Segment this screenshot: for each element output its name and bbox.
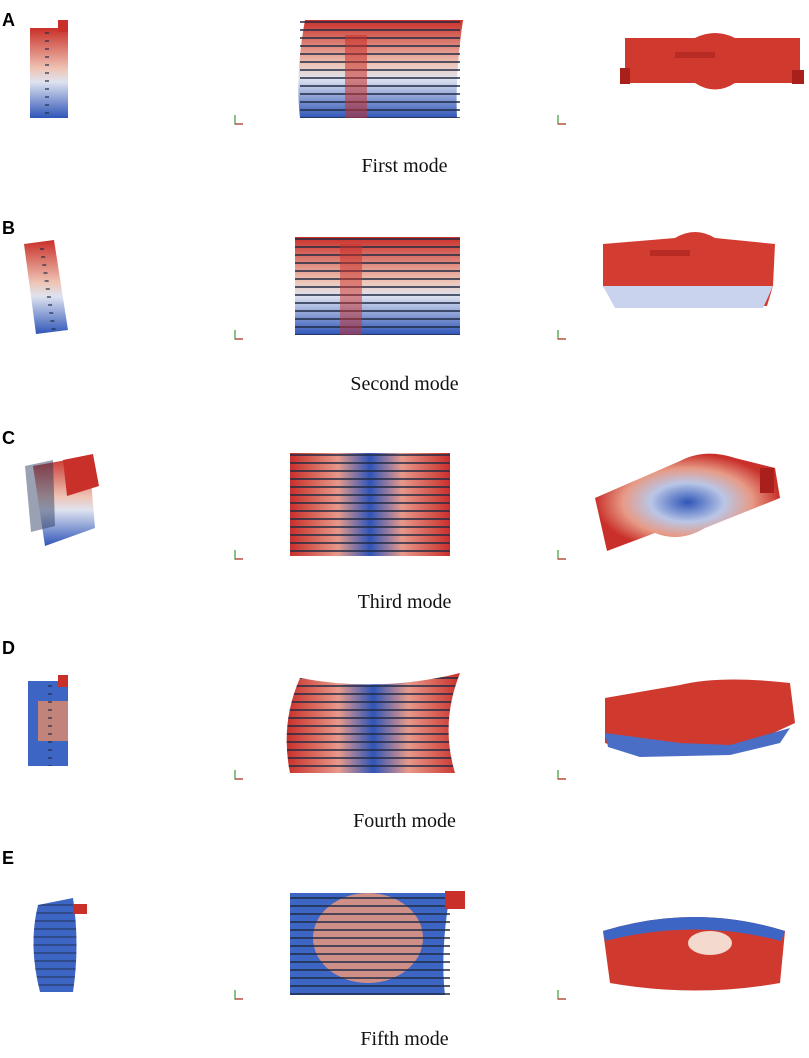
mode-caption: Fifth mode	[360, 1028, 449, 1050]
axis-triad-icon	[555, 548, 569, 567]
top-view	[585, 443, 790, 558]
panel-label: C	[2, 428, 15, 448]
panel-fourth-mode: D Fourth mode	[0, 638, 809, 848]
axis-triad-icon	[232, 113, 246, 132]
front-view	[285, 15, 475, 125]
side-view	[18, 890, 93, 1000]
front-view	[285, 448, 460, 560]
mode-caption: Third mode	[357, 591, 452, 613]
top-view	[595, 903, 795, 998]
panel-label: A	[2, 10, 15, 30]
side-view	[20, 671, 80, 771]
axis-triad-icon	[232, 548, 246, 567]
top-view	[595, 226, 795, 326]
panel-fifth-mode: E Fifth mode	[0, 848, 809, 1058]
mode-caption: Second mode	[350, 373, 459, 395]
front-view	[270, 663, 470, 778]
top-view	[620, 28, 809, 98]
axis-triad-icon	[232, 768, 246, 787]
side-view	[12, 234, 72, 339]
top-view	[600, 673, 800, 763]
axis-triad-icon	[232, 988, 246, 1007]
mode-caption: Fourth mode	[353, 810, 456, 832]
panel-label: B	[2, 218, 15, 238]
axis-triad-icon	[555, 113, 569, 132]
side-view	[25, 18, 75, 118]
panel-second-mode: B Second mode	[0, 218, 809, 428]
mode-caption: First mode	[361, 155, 448, 177]
panel-label: D	[2, 638, 15, 658]
axis-triad-icon	[232, 328, 246, 347]
axis-triad-icon	[555, 768, 569, 787]
panel-first-mode: A First mode	[0, 10, 809, 220]
axis-triad-icon	[555, 988, 569, 1007]
axis-triad-icon	[555, 328, 569, 347]
side-view	[15, 446, 100, 551]
front-view	[280, 883, 475, 1001]
panel-third-mode: C Third mode	[0, 428, 809, 638]
front-view	[290, 232, 470, 340]
panel-label: E	[2, 848, 15, 868]
